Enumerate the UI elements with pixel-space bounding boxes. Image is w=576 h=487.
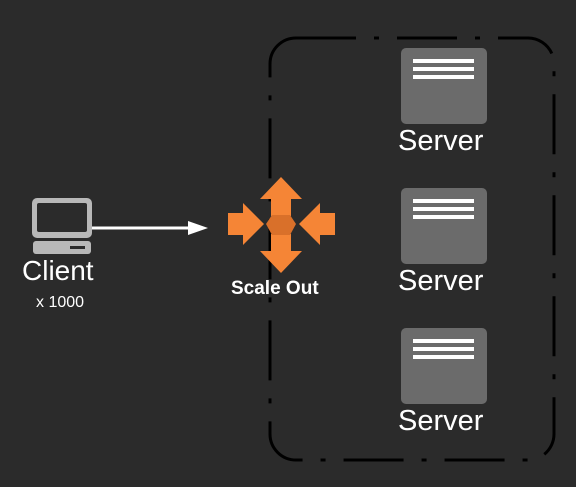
client-label: Client <box>22 255 94 286</box>
server-icon <box>401 188 487 264</box>
server-icon <box>401 48 487 124</box>
server-label: Server <box>398 125 484 157</box>
server-label: Server <box>398 405 484 437</box>
desktop-computer-icon <box>32 198 92 254</box>
scale-out-label: Scale Out <box>231 278 319 299</box>
scale-out-arrows-icon <box>228 177 335 273</box>
server-icon <box>401 328 487 404</box>
server-label: Server <box>398 265 484 297</box>
connection-arrow <box>92 221 208 235</box>
client-count-label: x 1000 <box>36 294 85 311</box>
server-group-boundary <box>268 36 556 462</box>
